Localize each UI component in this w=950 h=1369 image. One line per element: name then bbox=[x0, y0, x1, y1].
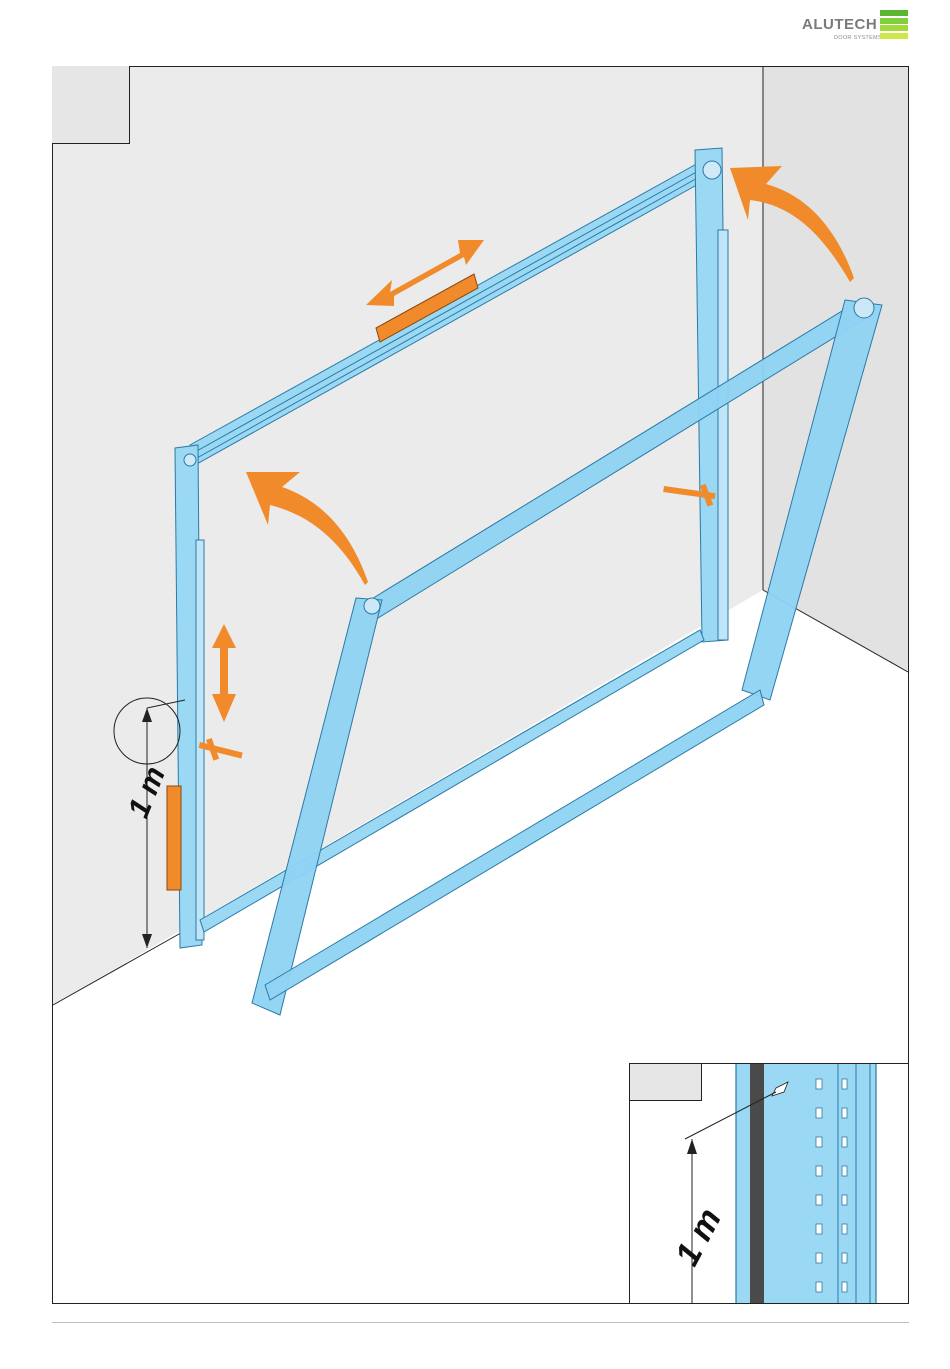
spirit-level-side bbox=[167, 786, 181, 890]
detail-inset: 1 m bbox=[629, 1063, 909, 1304]
step-number-box bbox=[52, 66, 130, 144]
detail-tab bbox=[630, 1064, 702, 1101]
footer-divider bbox=[52, 1322, 909, 1323]
